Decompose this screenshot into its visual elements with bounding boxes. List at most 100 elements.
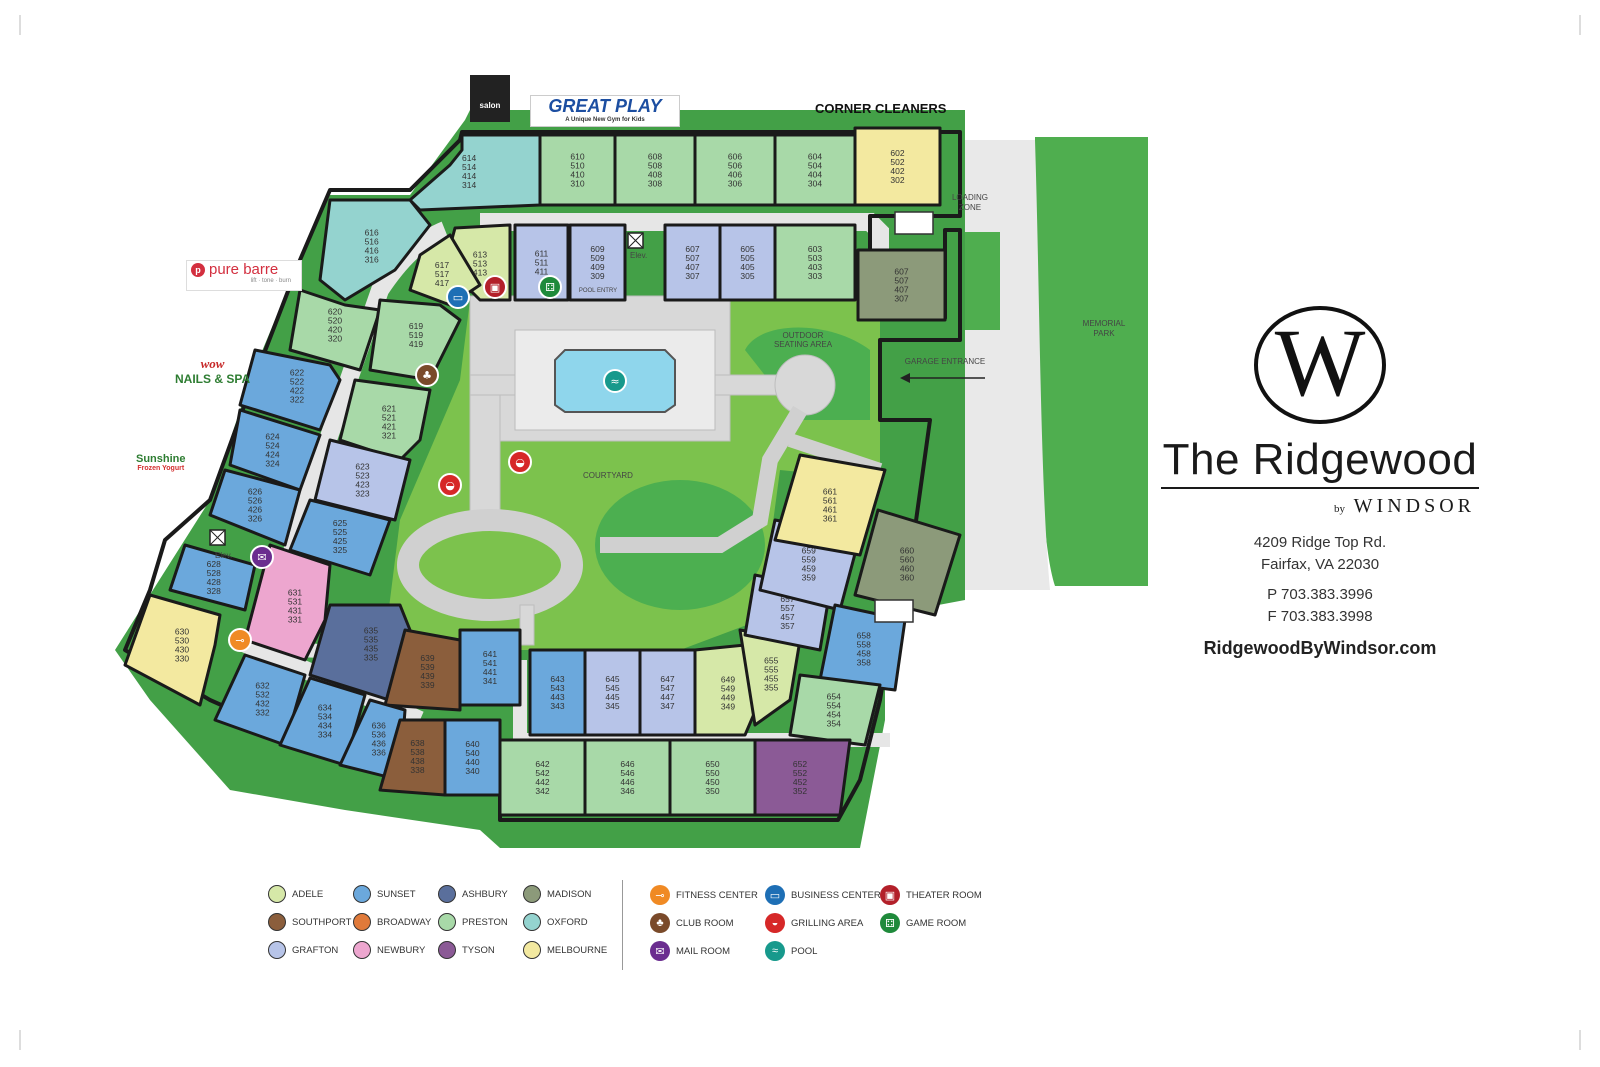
unit-shape — [383, 628, 462, 712]
legend-theater-room: ▣THEATER ROOM — [880, 885, 982, 905]
unit-number: 642 — [535, 759, 549, 769]
elevator-north: Elev. — [627, 232, 647, 260]
memorial-park-label: MEMORIAL — [1083, 319, 1126, 328]
legend-game-room: ⚃GAME ROOM — [880, 913, 966, 933]
legend-club-room: ♣CLUB ROOM — [650, 913, 734, 933]
unit-number: 414 — [462, 171, 476, 181]
unit-number: 539 — [420, 662, 434, 672]
pool-icon: ≈ — [765, 941, 785, 961]
unit-shape — [288, 498, 392, 577]
unit-number: 407 — [894, 285, 908, 295]
amenity-glyph: ◒ — [515, 456, 525, 469]
unit-shape — [123, 593, 222, 707]
unit-number: 509 — [590, 253, 604, 263]
unit-number: 635 — [364, 626, 378, 636]
unit-number: 640 — [465, 739, 479, 749]
legend-newbury: NEWBURY — [353, 941, 425, 959]
legend-swatch — [523, 885, 541, 903]
unit-shape — [168, 543, 257, 612]
legend-broadway: BROADWAY — [353, 913, 431, 931]
salon-logo: salon — [470, 75, 510, 122]
unit-number: 603 — [808, 244, 822, 254]
unit-shape — [856, 248, 947, 322]
grill-icon: ◒ — [508, 450, 532, 474]
unit-number: 606 — [728, 152, 742, 162]
unit-number: 607 — [894, 267, 908, 277]
unit-shape — [568, 223, 627, 302]
unit-number: 447 — [660, 692, 674, 702]
unit-number: 619 — [409, 321, 423, 331]
dice-icon: ⚃ — [538, 275, 562, 299]
unit-number: 602 — [890, 148, 904, 158]
unit-number: 530 — [175, 636, 189, 646]
unit-number: 659 — [802, 545, 816, 555]
unit-number: 322 — [290, 395, 304, 405]
sunshine-yogurt-logo: Sunshine Frozen Yogurt — [136, 453, 186, 472]
wow-label: wow — [200, 356, 225, 371]
pure-barre-tagline: lift · tone · burn — [250, 278, 291, 284]
unit-number: 626 — [248, 487, 262, 497]
unit-number: 314 — [462, 180, 476, 190]
unit-number: 424 — [265, 450, 279, 460]
unit-number: 305 — [740, 271, 754, 281]
unit-number: 549 — [721, 684, 735, 694]
unit-number: 458 — [857, 648, 871, 658]
brand-block: W The Ridgewood by WINDSOR 4209 Ridge To… — [1155, 300, 1485, 659]
unit-number: 361 — [823, 514, 837, 524]
unit-number: 502 — [890, 157, 904, 167]
brand-byline: by WINDSOR — [1155, 495, 1485, 518]
unit-shape — [313, 438, 412, 522]
unit-number: 339 — [420, 680, 434, 690]
unit-number: 345 — [605, 701, 619, 711]
unit-number: 343 — [550, 701, 564, 711]
outdoor-seating-label: OUTDOOR — [783, 331, 824, 340]
unit-shape — [338, 378, 432, 462]
unit-number: 504 — [808, 161, 822, 171]
great-play-tagline: A Unique New Gym for Kids — [565, 117, 645, 123]
unit-number: 511 — [535, 258, 549, 268]
grill-icon: ◒ — [765, 913, 785, 933]
unit-number: 309 — [590, 271, 604, 281]
legend-label: NEWBURY — [377, 944, 426, 956]
unit-number: 423 — [355, 480, 369, 490]
unit-number: 623 — [355, 462, 369, 472]
unit-number: 503 — [808, 253, 822, 263]
legend-swatch — [353, 913, 371, 931]
unit-number: 460 — [900, 563, 914, 573]
great-play-logo: GREAT PLAY A Unique New Gym for Kids — [530, 95, 680, 127]
unit-number: 328 — [207, 586, 221, 596]
pool-icon: ≈ — [603, 369, 627, 393]
unit-number: 550 — [705, 768, 719, 778]
crop-marks — [19, 15, 1581, 1050]
unit-shape — [788, 673, 882, 747]
unit-number: 507 — [894, 276, 908, 286]
memorial-park-label-2: PARK — [1093, 329, 1115, 338]
windsor-logo-icon: W — [1254, 306, 1386, 424]
unit-number: 308 — [648, 179, 662, 189]
unit-number: 513 — [473, 259, 487, 269]
unit-number: 613 — [473, 250, 487, 260]
loading-zone-label: LOADING — [952, 193, 988, 202]
courtyard-label: COURTYARD — [583, 471, 633, 480]
unit-number: 325 — [333, 545, 347, 555]
unit-number: 621 — [382, 404, 396, 414]
unit-number: 538 — [410, 747, 424, 757]
screen-icon: ▣ — [483, 275, 507, 299]
legend-label: MELBOURNE — [547, 944, 608, 956]
amenity-marker — [603, 369, 627, 393]
units-layer: 6145144143146105104103106085084083086065… — [123, 126, 962, 817]
amenity-glyph: ✉ — [257, 551, 266, 564]
amenity-glyph: ▭ — [453, 291, 463, 304]
legend-oxford: OXFORD — [523, 913, 588, 931]
unit-number: 555 — [764, 664, 778, 674]
website-link[interactable]: RidgewoodByWindsor.com — [1203, 638, 1437, 658]
unit-number: 524 — [265, 441, 279, 451]
